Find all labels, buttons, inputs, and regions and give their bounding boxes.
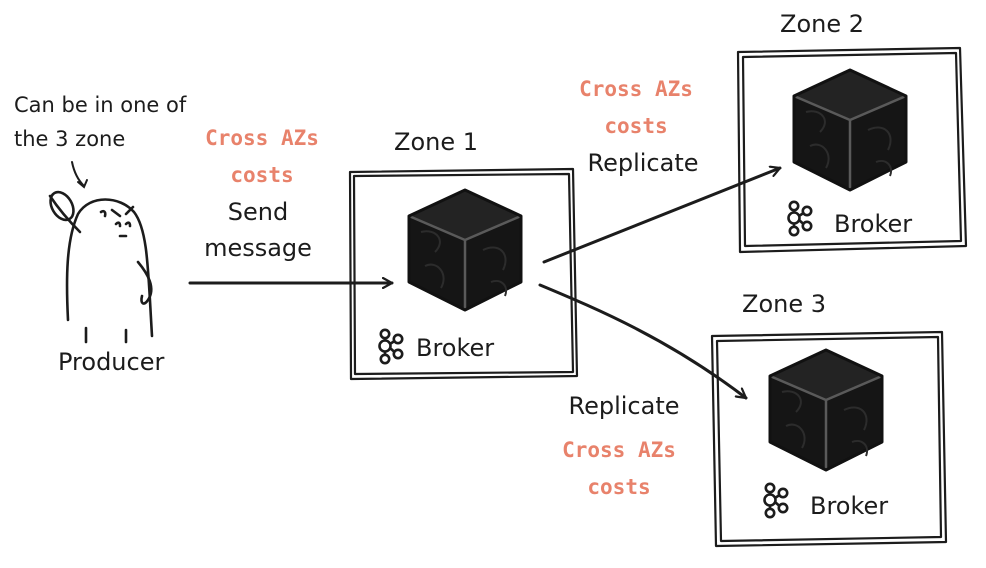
replicate-top-cost-line2: costs — [604, 114, 667, 138]
zone-2-box — [736, 46, 968, 254]
replicate-bottom-action: Replicate — [568, 392, 679, 420]
zone-1-box — [348, 167, 579, 381]
zone-1: Zone 1 Broker — [348, 128, 579, 381]
producer-figure: Can be in one of the 3 zone Producer — [14, 93, 187, 376]
zone-3-broker-cube-icon — [768, 348, 884, 472]
zone-3-title: Zone 3 — [742, 290, 826, 318]
replicate-bottom-cost-line1: Cross AZs — [562, 438, 676, 462]
zone-3-broker-label: Broker — [810, 492, 888, 520]
zone-1-broker-label: Broker — [416, 334, 494, 362]
note-pointer-arrow — [71, 161, 88, 189]
send-cost-line1: Cross AZs — [205, 126, 319, 150]
zone-2-kafka-icon — [787, 200, 813, 237]
replicate-bottom-labels: Replicate Cross AZs costs — [562, 392, 679, 499]
zone-1-kafka-icon — [378, 328, 404, 365]
zone-2-broker-label: Broker — [834, 210, 912, 238]
replicate-top-labels: Cross AZs costs Replicate — [579, 77, 698, 177]
zone-3-kafka-icon — [763, 482, 789, 519]
replicate-top-cost-line1: Cross AZs — [579, 77, 693, 101]
zone-2: Zone 2 Broker — [736, 10, 968, 254]
send-action-line2: message — [204, 234, 312, 262]
send-edge-labels: Cross AZs costs Send message — [204, 126, 319, 262]
replicate-bottom-cost-line2: costs — [587, 475, 650, 499]
zone-1-broker-cube-icon — [407, 188, 523, 312]
zone-2-title: Zone 2 — [780, 10, 864, 38]
zone-1-title: Zone 1 — [394, 128, 478, 156]
producer-note-line1: Can be in one of — [14, 93, 187, 117]
zone-3-box — [710, 330, 948, 548]
send-action-line1: Send — [228, 198, 288, 226]
replicate-zone2-arrow — [542, 168, 782, 264]
producer-label: Producer — [58, 348, 164, 376]
producer-note-line2: the 3 zone — [14, 127, 125, 151]
replicate-top-action: Replicate — [587, 149, 698, 177]
zone-3: Zone 3 Broker — [710, 290, 948, 548]
producer-character-icon — [48, 190, 154, 344]
zone-2-broker-cube-icon — [792, 68, 908, 192]
send-cost-line2: costs — [230, 163, 293, 187]
